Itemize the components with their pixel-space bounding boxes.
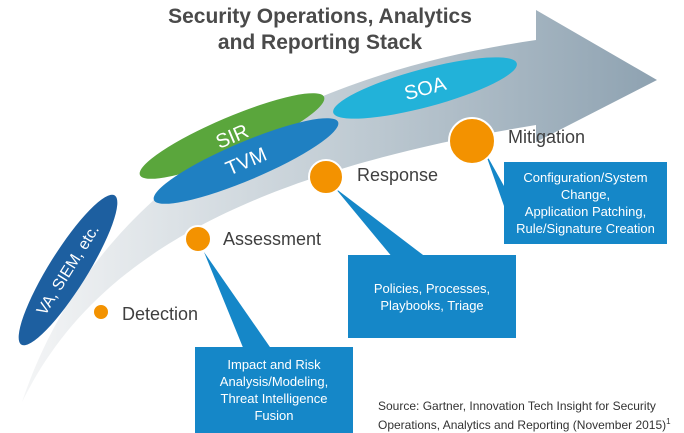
source-line-1: Source: Gartner, Innovation Tech Insight… bbox=[378, 399, 656, 413]
stage-label-response: Response bbox=[357, 165, 439, 185]
callout-assessment-line: Threat Intelligence bbox=[220, 391, 328, 406]
title-line-2: and Reporting Stack bbox=[217, 31, 423, 54]
ellipse-tvm bbox=[153, 118, 339, 204]
callout-mitigation-line: Configuration/System bbox=[523, 170, 648, 185]
callout-pointer-mitigation bbox=[485, 152, 504, 206]
stage-dot-response bbox=[308, 159, 344, 195]
source-footnote-mark: 1 bbox=[666, 417, 671, 426]
callout-assessment: Impact and Risk Analysis/Modeling, Threa… bbox=[195, 347, 353, 433]
stage-label-assessment: Assessment bbox=[223, 229, 322, 249]
stage-dot-assessment bbox=[184, 225, 212, 253]
diagram-title: Security Operations, Analytics and Repor… bbox=[100, 4, 540, 56]
callout-assessment-line: Impact and Risk bbox=[227, 357, 321, 372]
stage-label-detection: Detection bbox=[122, 304, 199, 324]
callout-response-line: Policies, Processes, bbox=[373, 280, 491, 296]
ellipse-sir bbox=[139, 93, 325, 179]
source-line-2-text: Operations, Analytics and Reporting (Nov… bbox=[378, 418, 667, 432]
callout-pointer-response bbox=[335, 188, 427, 258]
stage-label-mitigation: Mitigation bbox=[508, 127, 586, 147]
progression-arrow bbox=[22, 10, 657, 402]
callout-pointer-assessment bbox=[204, 252, 272, 350]
source-citation: Source: Gartner, Innovation Tech Insight… bbox=[378, 399, 671, 433]
title-line-1: Security Operations, Analytics bbox=[168, 5, 472, 28]
callout-mitigation: Configuration/System Change, Application… bbox=[504, 162, 667, 244]
callout-mitigation-line: Rule/Signature Creation bbox=[516, 221, 655, 236]
callout-response-line: Playbooks, Triage bbox=[380, 297, 484, 313]
stage-dot-mitigation bbox=[448, 117, 496, 165]
ellipse-va-siem bbox=[18, 194, 118, 346]
callout-mitigation-line: Change, bbox=[560, 187, 611, 202]
ellipse-soa bbox=[333, 57, 517, 119]
source-line-2: Operations, Analytics and Reporting (Nov… bbox=[378, 414, 671, 433]
callout-assessment-line: Analysis/Modeling, bbox=[219, 374, 329, 389]
callout-response: Policies, Processes, Playbooks, Triage bbox=[348, 255, 516, 338]
callout-mitigation-line: Application Patching, bbox=[524, 204, 647, 219]
stage-dot-detection bbox=[92, 303, 110, 321]
callout-assessment-line: Fusion bbox=[254, 408, 294, 423]
